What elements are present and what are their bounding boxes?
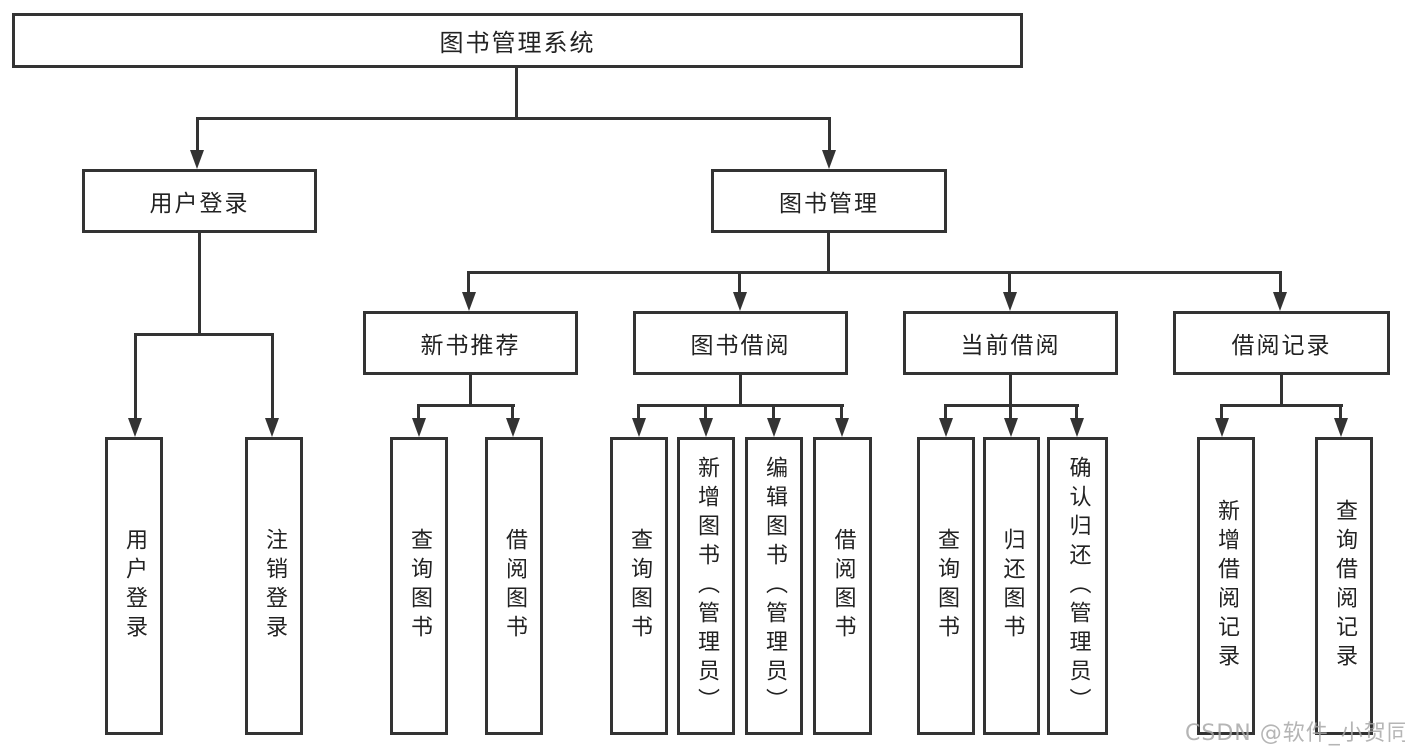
connector-level1-rail — [196, 117, 831, 120]
arrowhead-cur-query — [939, 418, 953, 437]
node-leaf-rec-query-record: 查询借阅记录 — [1315, 437, 1373, 735]
connector-book-borrow-trunk — [739, 375, 742, 407]
arrowhead-nb-borrow — [506, 418, 520, 437]
arrowhead-bw-add — [699, 418, 713, 437]
node-current-borrow: 当前借阅 — [903, 311, 1118, 375]
arrowhead-bw-edit — [767, 418, 781, 437]
arrowhead-bw-query — [632, 418, 646, 437]
connector-book-borrow-rail — [637, 404, 844, 407]
arrowhead-rec-add — [1215, 418, 1229, 437]
node-leaf-cur-confirm-return-admin: 确认归还（管理员） — [1047, 437, 1108, 735]
connector-stem-bw-edit — [772, 404, 775, 421]
connector-stem-user-login — [196, 117, 199, 152]
node-user-login: 用户登录 — [82, 169, 317, 233]
connector-stem-leaf-user-login — [134, 333, 137, 420]
node-leaf-nb-query-books: 查询图书 — [390, 437, 448, 735]
arrowhead-leaf-user-login — [128, 418, 142, 437]
csdn-watermark: CSDN @软件_小贺同学 — [1185, 721, 1405, 746]
node-leaf-rec-add-record: 新增借阅记录 — [1197, 437, 1255, 735]
arrowhead-leaf-logout — [265, 418, 279, 437]
connector-stem-book-borrow — [738, 271, 741, 296]
node-leaf-nb-borrow-books: 借阅图书 — [485, 437, 543, 735]
node-leaf-user-login: 用户登录 — [105, 437, 163, 735]
arrowhead-nb-query — [412, 418, 426, 437]
connector-stem-borrow-records — [1279, 271, 1282, 296]
connector-user-login-rail — [134, 333, 274, 336]
connector-level2-rail — [467, 271, 1282, 274]
connector-current-borrow-trunk — [1009, 375, 1012, 407]
node-leaf-logout: 注销登录 — [245, 437, 303, 735]
node-new-books: 新书推荐 — [363, 311, 578, 375]
connector-new-books-rail — [417, 404, 515, 407]
connector-stem-nb-query — [417, 404, 420, 421]
connector-stem-cur-return — [1009, 404, 1012, 421]
arrowhead-bw-borrow — [835, 418, 849, 437]
arrowhead-user-login — [190, 150, 204, 169]
connector-book-mgmt-trunk — [827, 233, 830, 274]
node-leaf-bw-edit-books-admin: 编辑图书（管理员） — [745, 437, 803, 735]
connector-new-books-trunk — [469, 375, 472, 407]
connector-stem-bw-add — [704, 404, 707, 421]
connector-stem-rec-add — [1220, 404, 1223, 421]
connector-user-login-trunk — [198, 233, 201, 336]
arrowhead-cur-return — [1004, 418, 1018, 437]
arrowhead-cur-confirm — [1070, 418, 1084, 437]
arrowhead-borrow-records — [1273, 292, 1287, 311]
arrowhead-new-books — [462, 292, 476, 311]
connector-stem-rec-query — [1339, 404, 1342, 421]
connector-stem-bw-query — [637, 404, 640, 421]
connector-stem-cur-query — [944, 404, 947, 421]
connector-stem-new-books — [467, 271, 470, 296]
arrowhead-book-mgmt — [822, 150, 836, 169]
node-book-borrow: 图书借阅 — [633, 311, 848, 375]
connector-stem-current-borrow — [1008, 271, 1011, 296]
connector-stem-book-mgmt — [828, 117, 831, 152]
node-leaf-cur-query-books: 查询图书 — [917, 437, 975, 735]
node-leaf-bw-borrow-books: 借阅图书 — [813, 437, 872, 735]
arrowhead-book-borrow — [733, 292, 747, 311]
connector-stem-leaf-logout — [271, 333, 274, 420]
arrowhead-current-borrow — [1003, 292, 1017, 311]
connector-borrow-records-trunk — [1280, 375, 1283, 407]
node-leaf-bw-add-books-admin: 新增图书（管理员） — [677, 437, 735, 735]
node-borrow-records: 借阅记录 — [1173, 311, 1390, 375]
connector-root-trunk — [515, 66, 518, 119]
connector-stem-nb-borrow — [511, 404, 514, 421]
node-book-mgmt: 图书管理 — [711, 169, 947, 233]
arrowhead-rec-query — [1334, 418, 1348, 437]
node-root: 图书管理系统 — [12, 13, 1023, 68]
node-leaf-cur-return-books: 归还图书 — [983, 437, 1040, 735]
connector-borrow-records-rail — [1220, 404, 1343, 407]
node-leaf-bw-query-books: 查询图书 — [610, 437, 668, 735]
connector-stem-bw-borrow — [840, 404, 843, 421]
connector-stem-cur-confirm — [1075, 404, 1078, 421]
